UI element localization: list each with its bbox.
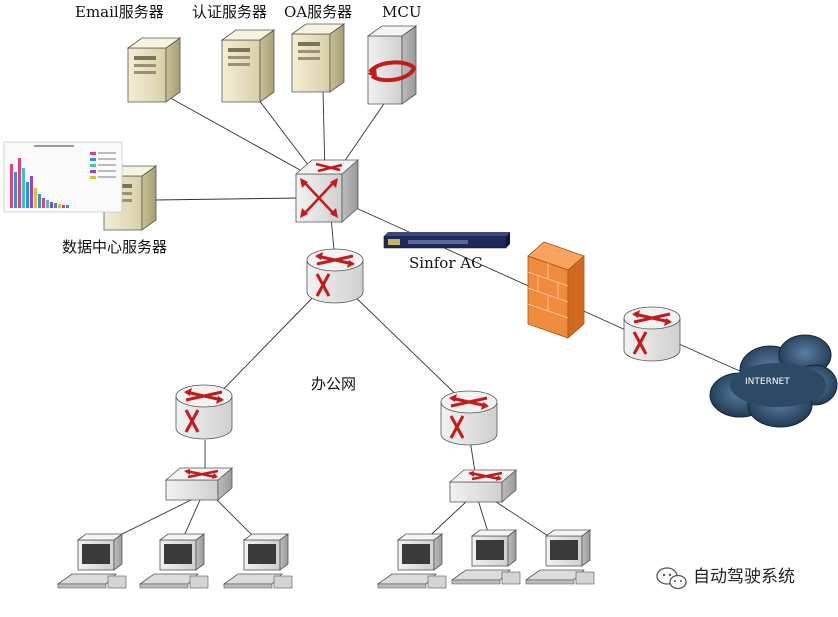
sinfor-ac-label: Sinfor AC bbox=[409, 254, 483, 272]
computer-icon bbox=[376, 533, 447, 589]
ac-device-icon bbox=[383, 232, 510, 249]
email-server bbox=[126, 37, 182, 103]
mcu-device bbox=[366, 25, 418, 105]
router-icon bbox=[440, 390, 498, 446]
computer-icon bbox=[450, 529, 521, 585]
firewall-icon bbox=[527, 241, 585, 339]
computer-icon bbox=[138, 533, 209, 589]
access-switch-icon bbox=[448, 469, 518, 503]
link-router-right bbox=[349, 291, 471, 409]
auth-server bbox=[220, 29, 276, 103]
data-center-server-label: 数据中心服务器 bbox=[62, 238, 168, 256]
computer-icon bbox=[56, 533, 127, 589]
mcu-label: MCU bbox=[382, 3, 422, 21]
oa-server bbox=[290, 23, 346, 93]
oa-server-label: OA服务器 bbox=[284, 3, 353, 21]
email-server-label: Email服务器 bbox=[75, 3, 164, 21]
access-switch-icon bbox=[164, 467, 234, 501]
office-network-label: 办公网 bbox=[311, 375, 357, 393]
link-datacenter-switch bbox=[154, 197, 301, 201]
computer-icon bbox=[524, 529, 595, 585]
link-email-switch bbox=[164, 94, 319, 181]
router-icon bbox=[175, 384, 233, 440]
core-switch-icon bbox=[294, 159, 360, 223]
wechat-icon bbox=[656, 567, 687, 590]
link-router-left bbox=[209, 289, 321, 404]
cloud-icon bbox=[709, 334, 838, 428]
computer-icon bbox=[222, 533, 293, 589]
chart-icon bbox=[3, 141, 123, 213]
link-switch-internet bbox=[355, 207, 631, 333]
watermark-text: 自动驾驶系统 bbox=[693, 567, 795, 587]
auth-server-label: 认证服务器 bbox=[192, 3, 268, 21]
internet-label: INTERNET bbox=[745, 377, 790, 387]
router-icon bbox=[623, 306, 681, 362]
router-icon bbox=[306, 248, 364, 304]
